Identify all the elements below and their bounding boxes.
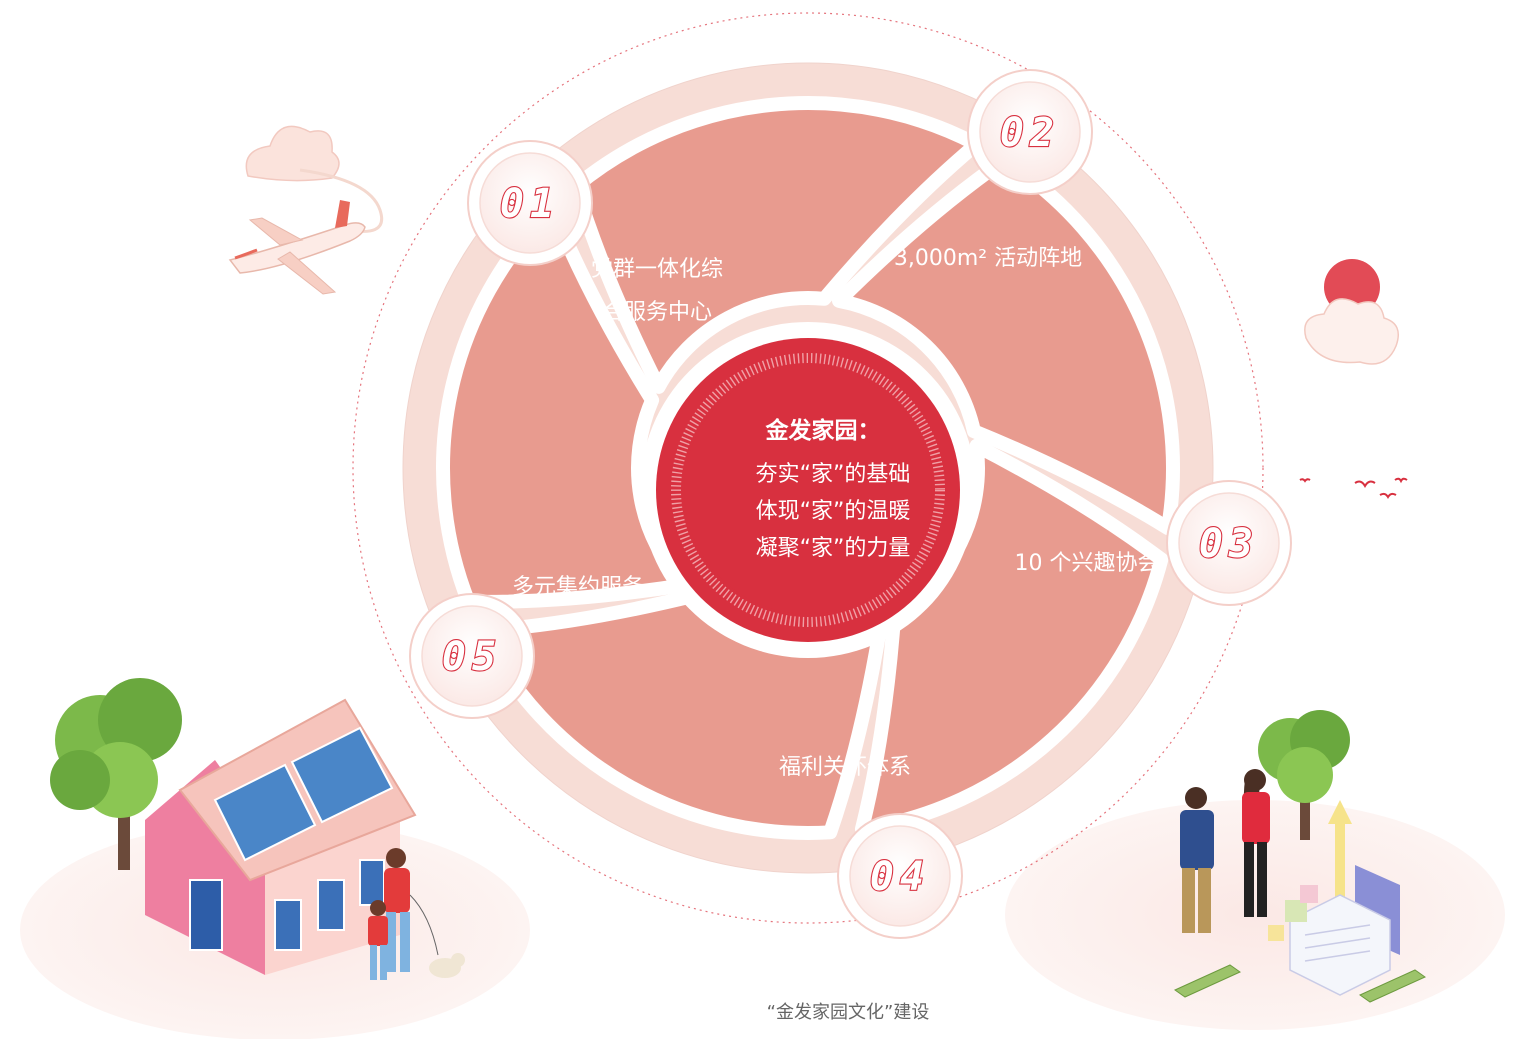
badge-03: 03: [1166, 480, 1292, 606]
badge-number-04: 04: [870, 854, 930, 900]
center-inner: [684, 366, 932, 614]
segment-label-3: 10 个兴趣协会: [1015, 551, 1160, 576]
hedge-icon: [1173, 964, 1427, 1003]
segment-label-4: 福利关怀体系: [779, 755, 911, 780]
airplane-icon: [228, 200, 366, 295]
people-couple-icon: [1180, 769, 1270, 933]
center-title: 金发家园：: [765, 417, 881, 444]
segment-label-5: 多元集约服务: [512, 575, 644, 600]
badge-01: 01: [467, 140, 593, 266]
documents-icon: [1268, 865, 1400, 996]
segment-label-1b: 合服务中心: [602, 300, 712, 325]
badge-number-01: 01: [500, 181, 560, 227]
badge-02: 02: [967, 69, 1093, 195]
center-line-3: 凝聚“家”的力量: [756, 536, 911, 561]
segment-label-2: 3,000m² 活动阵地: [894, 246, 1082, 271]
segment-label-1a: 党群一体化综: [591, 257, 723, 282]
badge-number-02: 02: [1000, 110, 1060, 156]
people-family-icon: [368, 848, 465, 980]
house-icon: [145, 698, 417, 975]
tree-icon: [50, 678, 182, 870]
birds-icon: [1299, 477, 1408, 499]
badge-number-03: 03: [1199, 521, 1259, 567]
cloud-icon: [245, 125, 340, 182]
outer-dotted-circle: [352, 12, 1264, 924]
segment-2: [831, 153, 1180, 536]
badge-04: 04: [837, 813, 963, 939]
badge-number-05: 05: [442, 634, 502, 680]
growth-arrow-icon: [1328, 800, 1352, 930]
flight-path: [299, 168, 383, 233]
badge-05: 05: [409, 593, 535, 719]
tree-right-icon: [1258, 710, 1350, 840]
center-line-1: 夯实“家”的基础: [756, 462, 911, 487]
center-tick-ring: [671, 353, 945, 627]
caption: “金发家园文化”建设: [767, 1002, 930, 1023]
cloud-sun-icon: [1304, 259, 1399, 365]
center-line-2: 体现“家”的温暖: [756, 499, 911, 524]
